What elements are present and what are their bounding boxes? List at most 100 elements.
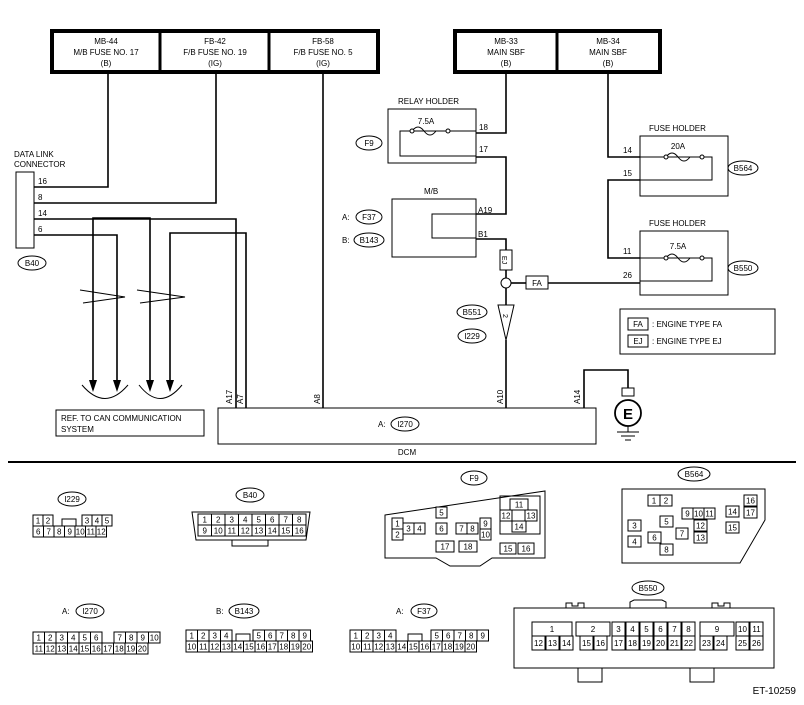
i229-pin-6-label: 6 xyxy=(36,528,41,537)
f9-pin-1-label: 1 xyxy=(395,520,400,529)
b40-pin-5-label: 5 xyxy=(257,516,262,525)
b564-pin-14-label: 14 xyxy=(728,508,737,517)
b550-pin-12-cell xyxy=(531,635,546,651)
i270-pin-5-label: 5 xyxy=(83,634,88,643)
b143-key-cell xyxy=(235,633,251,642)
fh2-fuse-rating: 7.5A xyxy=(670,242,687,251)
b40-pin-16-cell xyxy=(292,524,307,537)
dcm-id-oval xyxy=(390,416,420,432)
f37-pin-4-label: 4 xyxy=(388,632,393,641)
data-link-connector: DATA LINK CONNECTOR 16 8 14 6 B40 xyxy=(14,150,66,271)
b564-pin-3-cell xyxy=(627,519,642,532)
b564-pin-4-label: 4 xyxy=(632,538,637,547)
data-link-title-2: CONNECTOR xyxy=(14,160,66,169)
f9-pin-13-label: 13 xyxy=(527,512,536,521)
b550-pin-21-label: 21 xyxy=(670,639,679,648)
conn-b564-label: B564 xyxy=(685,470,704,479)
b550-pin-23-label: 23 xyxy=(702,639,711,648)
fuse-fb58-code: FB-58 xyxy=(312,37,334,46)
f9-pin-11-cell xyxy=(509,498,529,511)
b40-pin-2-label: 2 xyxy=(216,516,221,525)
i229-pin-4-label: 4 xyxy=(95,517,100,526)
b564-pin-11-cell xyxy=(703,507,716,520)
relay-holder-title: RELAY HOLDER xyxy=(398,97,459,106)
f9-pin-12-label: 12 xyxy=(502,512,511,521)
f37-pin-12-label: 12 xyxy=(374,643,383,652)
b550-pin-25-cell xyxy=(735,635,750,651)
conn-f37-label: F37 xyxy=(417,607,431,616)
dcm-prefix: A: xyxy=(378,420,386,429)
dcm-module: A17 A7 A8 A10 A14 A: I270 DCM xyxy=(217,389,597,457)
f9-pin-8-label: 8 xyxy=(470,525,475,534)
b564-pin-6-label: 6 xyxy=(652,534,657,543)
b564-pin-12-label: 12 xyxy=(696,522,705,531)
b40-pin-8-label: 8 xyxy=(297,516,302,525)
b550-pin-8-label: 8 xyxy=(686,625,691,634)
b564-pin-6-cell xyxy=(647,531,662,544)
b564-pin-2-cell xyxy=(659,494,673,507)
b40-pin-15-label: 15 xyxy=(281,527,290,536)
b143-pin-18-label: 18 xyxy=(279,643,288,652)
i229-pin-11-label: 11 xyxy=(87,528,96,537)
dlc-pin-16: 16 xyxy=(38,177,47,186)
i229-key-cell xyxy=(61,518,77,527)
b564-pin-3-label: 3 xyxy=(632,522,637,531)
i270-pin-13-label: 13 xyxy=(57,645,66,654)
dcm-pin-a10: A10 xyxy=(496,389,505,404)
b550-pin-25-label: 25 xyxy=(738,639,747,648)
relay-pin-18: 18 xyxy=(479,123,488,132)
fuse-mb44-name: M/B FUSE NO. 17 xyxy=(73,48,139,57)
ground-symbol: E xyxy=(623,406,633,423)
i229-pin-8-label: 8 xyxy=(57,528,62,537)
b564-pin-13-cell xyxy=(693,531,708,544)
i270-pin-19-label: 19 xyxy=(126,645,135,654)
b550-pin-16-label: 16 xyxy=(596,639,605,648)
ground-junction-num: 2 xyxy=(501,314,508,318)
dcm-pin-a8: A8 xyxy=(313,394,322,404)
conn-b550-label: B550 xyxy=(639,584,658,593)
legend-fa-code: FA xyxy=(633,320,643,329)
f9-pin-10-cell xyxy=(479,528,492,541)
ground-id-2: I229 xyxy=(464,332,480,341)
i270-pin-4-label: 4 xyxy=(71,634,76,643)
f37-pin-9-label: 9 xyxy=(481,632,486,641)
b550-pin-18-cell xyxy=(625,635,640,651)
b40-pin-13-label: 13 xyxy=(254,527,263,536)
f9-pin-15-label: 15 xyxy=(504,545,513,554)
b550-pin-18-label: 18 xyxy=(628,639,637,648)
f9-pin-4-cell xyxy=(413,522,426,535)
b40-pin-12-label: 12 xyxy=(241,527,250,536)
b40-pin-1-label: 1 xyxy=(203,516,208,525)
b143-pin-16-label: 16 xyxy=(256,643,265,652)
b143-pin-1-label: 1 xyxy=(190,632,195,641)
b550-pin-26-cell xyxy=(749,635,764,651)
b40-pin-7-label: 7 xyxy=(284,516,289,525)
b564-pin-16-cell xyxy=(743,494,758,507)
mb-prefix-b: B: xyxy=(342,236,350,245)
b550-pin-22-label: 22 xyxy=(684,639,693,648)
b143-pin-12-label: 12 xyxy=(210,643,219,652)
fuse-mb34-name: MAIN SBF xyxy=(589,48,627,57)
b550-pin-19-cell xyxy=(639,635,654,651)
f9-pin-5-label: 5 xyxy=(439,509,444,518)
dlc-pin-14: 14 xyxy=(38,209,47,218)
f9-pin-18-label: 18 xyxy=(464,543,473,552)
dlc-id: B40 xyxy=(25,259,40,268)
f37-pin-14-label: 14 xyxy=(397,643,406,652)
dcm-pin-a7: A7 xyxy=(236,394,245,404)
b143-pin-20-cell xyxy=(300,640,313,653)
legend-ej-text: : ENGINE TYPE EJ xyxy=(652,337,722,346)
main-box: M/B A19 B1 A: F37 B: B143 xyxy=(342,187,493,258)
f9-pin-7-label: 7 xyxy=(459,525,464,534)
f37-pin-3-label: 3 xyxy=(377,632,382,641)
b564-pin-9-label: 9 xyxy=(685,510,690,519)
b550-pin-2-label: 2 xyxy=(591,625,596,634)
i270-pin-2-label: 2 xyxy=(48,634,53,643)
dcm-id: I270 xyxy=(397,420,413,429)
b143-pin-8-label: 8 xyxy=(291,632,296,641)
